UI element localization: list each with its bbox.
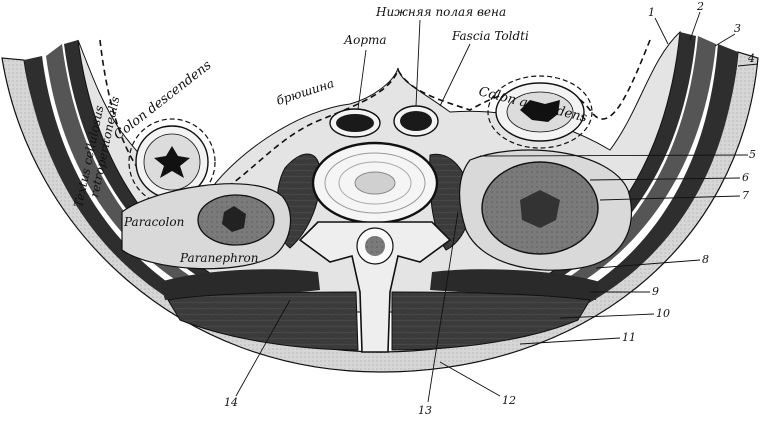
label-paranephron: Paranephron [179, 251, 259, 265]
leader-4 [737, 63, 759, 67]
colon-ascendens [487, 75, 593, 149]
number-4: 4 [747, 52, 755, 65]
number-10: 10 [656, 307, 670, 320]
leader-3 [714, 33, 736, 47]
abdominal-wall-muscles-left-2 [46, 44, 294, 330]
number-3: 3 [734, 22, 741, 35]
number-13: 13 [418, 404, 432, 417]
number-6: 6 [742, 171, 749, 184]
number-5: 5 [749, 148, 756, 161]
label-aorta: Аорта [343, 33, 387, 47]
number-2: 2 [696, 0, 704, 13]
abdominal-wall-muscles-right [468, 44, 738, 345]
number-12: 12 [502, 394, 516, 407]
label-paracolon: Paracolon [123, 215, 184, 229]
left-kidney [121, 183, 292, 270]
leader-12 [439, 361, 501, 397]
number-14: 14 [224, 396, 238, 409]
back-muscles-right [391, 291, 591, 351]
vena-cava-inferior [393, 105, 439, 137]
quadratus-lumborum-right [430, 269, 600, 300]
leader-13 [427, 211, 459, 403]
leader-fascia [439, 43, 471, 107]
vertebral-body [311, 141, 439, 225]
abdominal-wall-muscles-left [24, 56, 292, 345]
number-9: 9 [652, 285, 659, 298]
colon-descendens [128, 118, 216, 206]
vertebral-arch [298, 221, 452, 353]
leader-14 [235, 299, 291, 397]
number-11: 11 [622, 331, 636, 344]
abdominal-wall-muscles-right-2 [466, 36, 716, 330]
leader-2 [689, 11, 701, 41]
label-vena-cava: Нижняя полая вена [375, 5, 506, 19]
back-muscles-left [167, 291, 359, 351]
leader-5 [479, 154, 749, 157]
number-7: 7 [742, 189, 749, 202]
leader-7 [599, 195, 741, 201]
label-peritoneum: брюшина [275, 76, 336, 108]
leader-1 [654, 17, 669, 45]
leader-vena-cava [415, 19, 421, 107]
leader-11 [519, 337, 621, 345]
aorta [329, 108, 381, 138]
leader-aorta [357, 49, 367, 110]
number-8: 8 [702, 253, 709, 266]
leader-8 [595, 259, 701, 269]
number-1: 1 [648, 6, 655, 19]
leader-6 [589, 177, 741, 181]
leader-10 [559, 313, 655, 319]
label-fascia-toldti: Fascia Toldti [451, 29, 529, 43]
right-kidney [459, 149, 633, 271]
psoas-right [429, 153, 471, 251]
